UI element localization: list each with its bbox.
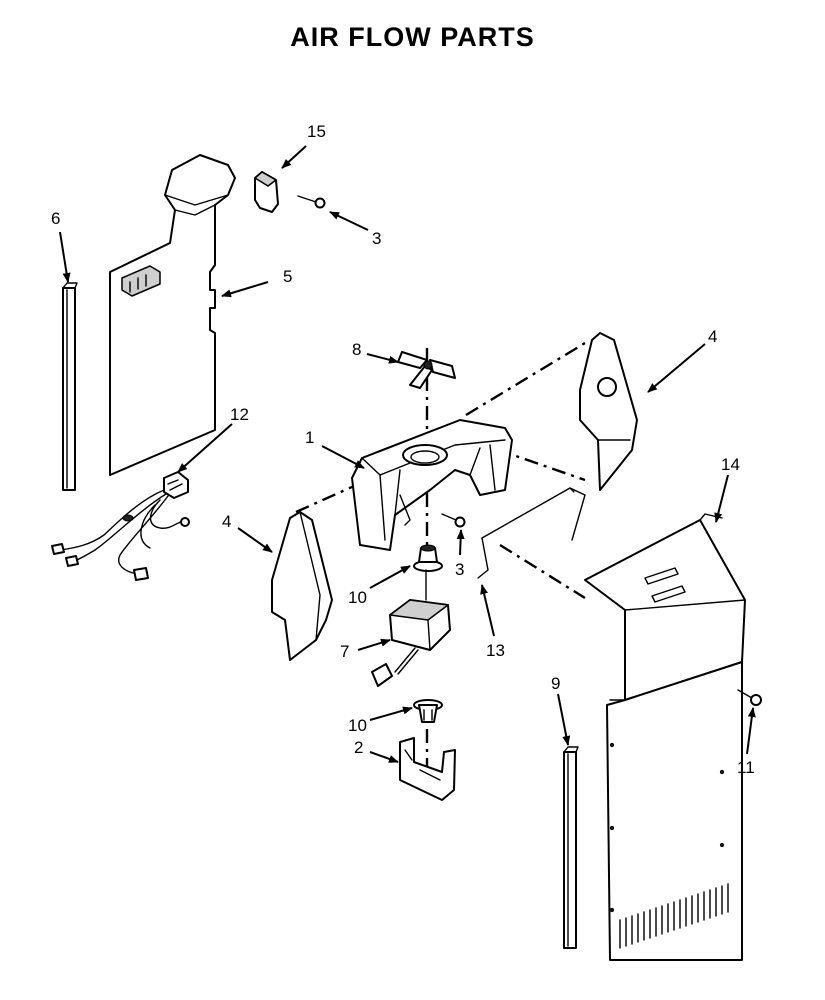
part-12-wire-harness[interactable] [51, 471, 190, 581]
part-3-screw-top[interactable] [297, 195, 326, 209]
duct-cover-vent-slots [619, 883, 729, 949]
assembly-guide-lines [295, 338, 591, 775]
callout-2: 2 [354, 738, 363, 757]
callout-labels: 6 5 15 3 8 4 12 1 4 3 10 7 13 14 9 10 2 … [51, 122, 755, 777]
callout-9: 9 [551, 674, 560, 693]
callout-15: 15 [307, 122, 326, 141]
part-5-air-duct-panel[interactable] [109, 154, 236, 476]
callout-1: 1 [305, 428, 314, 447]
callout-10-lower: 10 [348, 716, 367, 735]
part-13-wire-bracket[interactable] [477, 487, 586, 579]
callout-13: 13 [486, 641, 505, 660]
part-7-fan-motor[interactable] [371, 569, 451, 687]
callout-10-upper: 10 [348, 588, 367, 607]
part-4-insulation-left[interactable] [271, 511, 333, 661]
callout-4-left: 4 [222, 512, 231, 531]
callout-8: 8 [352, 340, 361, 359]
callout-6: 6 [51, 209, 60, 228]
part-9-gasket-strip[interactable] [563, 746, 579, 949]
part-1-fan-housing[interactable] [351, 419, 513, 551]
part-11-screw[interactable] [737, 689, 762, 706]
part-10-grommet-upper[interactable] [413, 544, 443, 572]
page-title: AIR FLOW PARTS [290, 22, 535, 52]
part-6-gasket-strip[interactable] [62, 282, 78, 491]
callout-4-right: 4 [708, 327, 717, 346]
callout-12: 12 [230, 405, 249, 424]
part-15-cap[interactable] [254, 171, 279, 213]
part-4-insulation-right[interactable] [579, 332, 638, 491]
callout-3-middle: 3 [455, 560, 464, 579]
callout-7: 7 [340, 642, 349, 661]
callout-leader-lines [59, 145, 756, 763]
callout-11: 11 [737, 758, 755, 777]
part-2-motor-mount[interactable] [399, 737, 456, 801]
part-14-duct-cover[interactable] [584, 513, 746, 961]
callout-5: 5 [283, 267, 292, 286]
part-10-grommet-lower[interactable] [413, 699, 443, 723]
callout-14: 14 [721, 455, 740, 474]
part-3-screw-middle[interactable] [441, 513, 466, 528]
callout-3-top: 3 [372, 229, 381, 248]
